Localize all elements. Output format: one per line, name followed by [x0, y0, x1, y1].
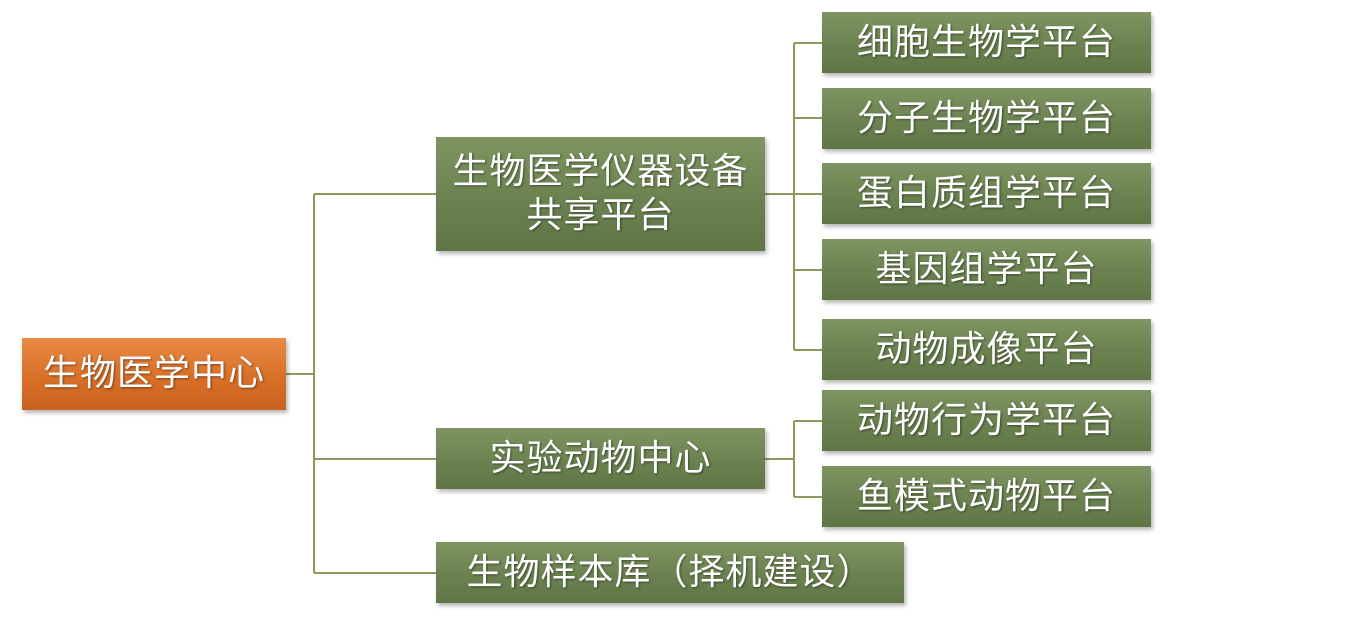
leaf-node-label: 基因组学平台	[875, 248, 1098, 290]
leaf-node-label: 蛋白质组学平台	[856, 172, 1116, 214]
branch-node-instrument-platform: 生物医学仪器设备 共享平台	[436, 137, 765, 251]
leaf-node-animal-imaging: 动物成像平台	[822, 319, 1151, 380]
leaf-node-fish-model: 鱼模式动物平台	[822, 466, 1151, 527]
root-node-label: 生物医学中心	[42, 353, 265, 394]
leaf-node-animal-behavior: 动物行为学平台	[822, 390, 1151, 451]
branch-node-label-line-2: 共享平台	[526, 195, 675, 236]
branch-node-animal-center: 实验动物中心	[436, 428, 765, 489]
leaf-node-label: 动物成像平台	[875, 328, 1098, 370]
leaf-node-label: 细胞生物学平台	[856, 21, 1116, 63]
leaf-node-molecular-biology: 分子生物学平台	[822, 88, 1151, 149]
leaf-node-genomics: 基因组学平台	[822, 239, 1151, 300]
leaf-node-label: 分子生物学平台	[856, 97, 1116, 139]
branch-node-label: 实验动物中心	[489, 437, 712, 479]
branch-node-label-line-1: 生物医学仪器设备	[452, 151, 749, 192]
leaf-node-cell-biology: 细胞生物学平台	[822, 12, 1151, 73]
root-node: 生物医学中心	[22, 338, 286, 410]
branch-node-label: 生物样本库（择机建设）	[466, 551, 874, 593]
leaf-node-label: 鱼模式动物平台	[856, 475, 1116, 517]
leaf-node-label: 动物行为学平台	[856, 399, 1116, 441]
branch-node-biobank: 生物样本库（择机建设）	[436, 542, 904, 603]
leaf-node-proteomics: 蛋白质组学平台	[822, 163, 1151, 224]
